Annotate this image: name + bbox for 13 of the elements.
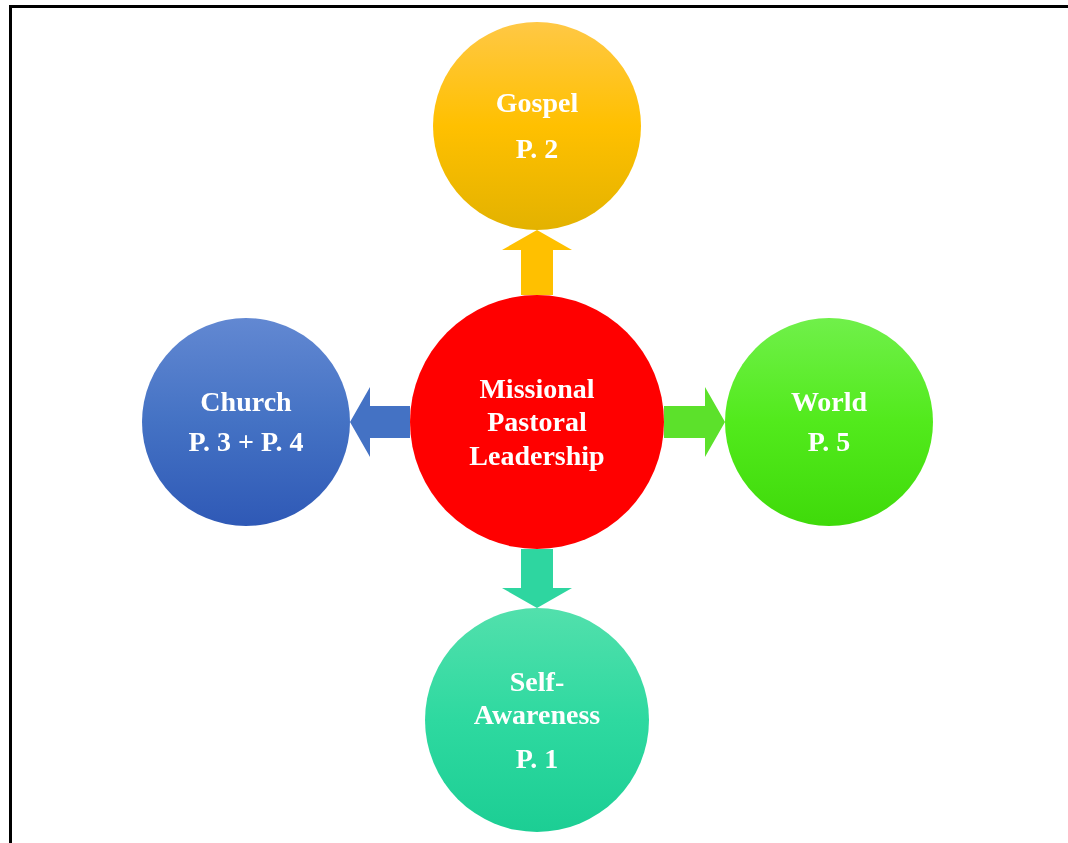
node-label: P. 1 <box>515 741 559 776</box>
node-label: Missional Pastoral Leadership <box>468 371 606 473</box>
node-label: Church <box>200 385 292 419</box>
block-arrow <box>664 387 725 457</box>
block-arrow <box>502 230 572 295</box>
block-arrow <box>350 387 410 457</box>
node-label: P. 5 <box>807 425 851 459</box>
node-label: P. 2 <box>515 132 559 166</box>
node-label: Self-Awareness <box>472 664 602 732</box>
node-label: P. 3 + P. 4 <box>188 425 304 459</box>
node-label: World <box>790 385 868 419</box>
block-arrow <box>502 549 572 608</box>
node-label: Gospel <box>495 86 579 120</box>
